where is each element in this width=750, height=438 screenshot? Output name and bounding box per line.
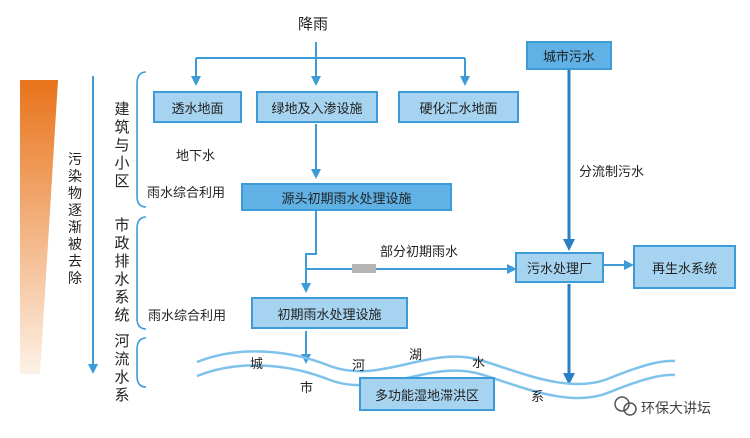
bracket-river (136, 337, 147, 388)
box-hardened-catchment: 硬化汇水地面 (398, 91, 519, 123)
pollutant-gradient-wedge (20, 80, 58, 374)
river-char: 湖 (409, 348, 423, 363)
zone-municipal: 市政排水系统 (114, 216, 130, 324)
rain-title: 降雨 (298, 15, 329, 33)
river-char: 城 (250, 357, 264, 372)
river-upper-bank (196, 350, 676, 386)
box-permeable-ground: 透水地面 (153, 91, 242, 123)
label-separate-sewage: 分流制污水 (579, 165, 645, 180)
box-city-sewage: 城市污水 (526, 41, 612, 70)
river-char: 市 (300, 381, 314, 396)
river-char: 系 (531, 390, 545, 405)
bracket-municipal (136, 216, 147, 330)
box-wetland: 多功能湿地滞洪区 (359, 377, 495, 411)
label-partial-initial-rain: 部分初期雨水 (380, 245, 459, 260)
river-char: 河 (352, 359, 366, 374)
zone-river: 河流水系 (114, 332, 130, 404)
pollutant-removal-label: 污染物逐渐被去除 (68, 152, 82, 287)
label-rain-reuse-1: 雨水综合利用 (147, 186, 226, 201)
box-greenland-infiltration: 绿地及入渗设施 (256, 91, 378, 123)
box-reclaimed-water: 再生水系统 (633, 245, 736, 289)
bracket-building (136, 71, 147, 208)
box-source-treatment: 源头初期雨水处理设施 (241, 183, 452, 211)
label-rain-reuse-2: 雨水综合利用 (148, 309, 227, 324)
river-lower-bank (196, 364, 676, 400)
box-initial-treatment: 初期雨水处理设施 (251, 297, 408, 329)
label-groundwater: 地下水 (176, 149, 216, 164)
box-sewage-plant: 污水处理厂 (515, 252, 604, 283)
watermark: 环保大讲坛 (641, 401, 711, 417)
zone-building: 建筑与小区 (114, 100, 130, 190)
river-char: 水 (472, 356, 486, 371)
